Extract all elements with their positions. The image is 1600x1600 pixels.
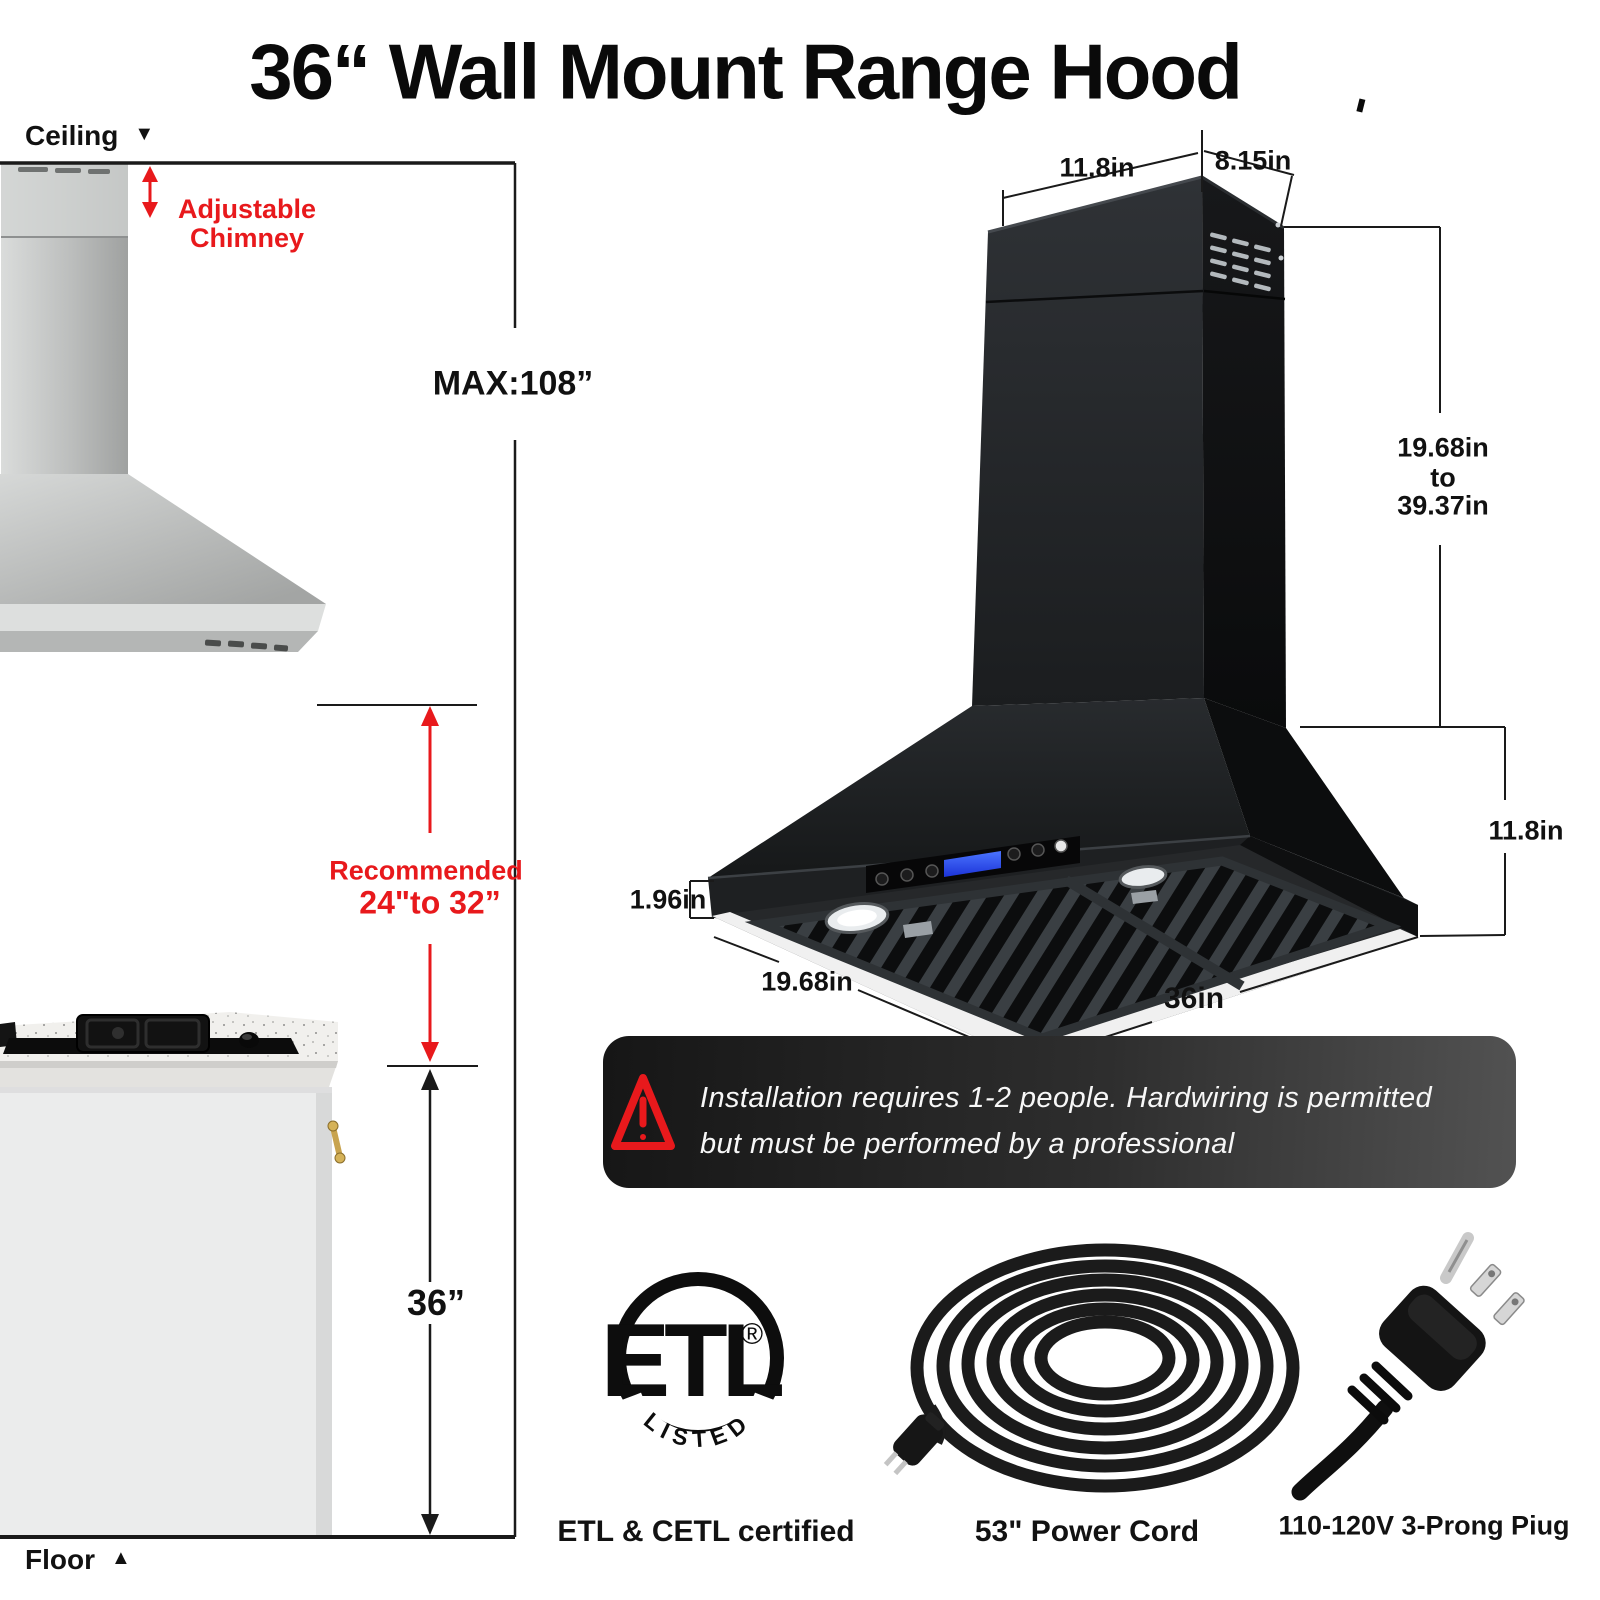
- ceiling-down-triangle-icon: ▼: [134, 122, 155, 145]
- cooktop-illustration: [0, 1012, 346, 1537]
- etl-logo: ETL ® LISTED: [601, 1272, 789, 1462]
- dim-chimney-top-depth: 8.15in: [1214, 145, 1292, 176]
- dim-hood-depth: 19.68in: [761, 966, 853, 997]
- ceiling-label: Ceiling: [25, 120, 119, 151]
- dim-rim-height: 1.96in: [629, 884, 707, 915]
- dim-chimney-top-width: 11.8in: [1059, 152, 1135, 183]
- adjustable-chimney-label: Adjustable Chimney: [177, 194, 317, 253]
- floor-label-group: Floor ▲: [25, 1544, 131, 1576]
- dim-chimney-to: to: [1430, 462, 1456, 493]
- dim-hood-body-height: 11.8in: [1488, 815, 1564, 846]
- recommended-range-label: 24"to 32”: [359, 884, 501, 921]
- etl-registered-mark: ®: [741, 1318, 763, 1351]
- floor-label: Floor: [25, 1544, 95, 1575]
- range-hood-illustration: [707, 175, 1418, 1062]
- plug-caption: 110-120V 3-Prong Piug: [1278, 1510, 1570, 1541]
- power-cord-caption: 53" Power Cord: [974, 1515, 1200, 1548]
- lcd-display: [944, 851, 1001, 877]
- floor-up-triangle-icon: ▲: [111, 1546, 131, 1569]
- stray-mark: [1356, 98, 1366, 113]
- vent-louvers: [1210, 232, 1271, 292]
- led-light-right: [1118, 865, 1168, 889]
- ceiling-label-group: Ceiling ▼: [25, 120, 154, 152]
- max-height-label: MAX:108”: [424, 364, 602, 404]
- certification-caption: ETL & CETL certified: [557, 1515, 855, 1548]
- control-panel: [866, 836, 1080, 893]
- recommended-label: Recommended: [329, 855, 523, 886]
- cabinet-handle: [327, 1120, 346, 1164]
- warning-text-line1: Installation requires 1-2 people. Hardwi…: [700, 1082, 1433, 1114]
- plug-illustration: [1291, 1232, 1525, 1501]
- dim-hood-width: 36in: [1163, 982, 1225, 1015]
- red-arrows: [142, 166, 439, 1062]
- warning-banner: [603, 1036, 1516, 1188]
- page-title: 36“ Wall Mount Range Hood: [249, 27, 1242, 116]
- power-cord-illustration: [883, 1243, 1300, 1493]
- stainless-hood-illustration: [0, 164, 326, 652]
- mount-height-label: 36”: [400, 1282, 472, 1324]
- dim-chimney-min: 19.68in: [1397, 432, 1489, 463]
- dim-chimney-max: 39.37in: [1397, 490, 1489, 521]
- black-arrowheads: [421, 1069, 439, 1535]
- warning-text-line2: but must be performed by a professional: [700, 1128, 1235, 1160]
